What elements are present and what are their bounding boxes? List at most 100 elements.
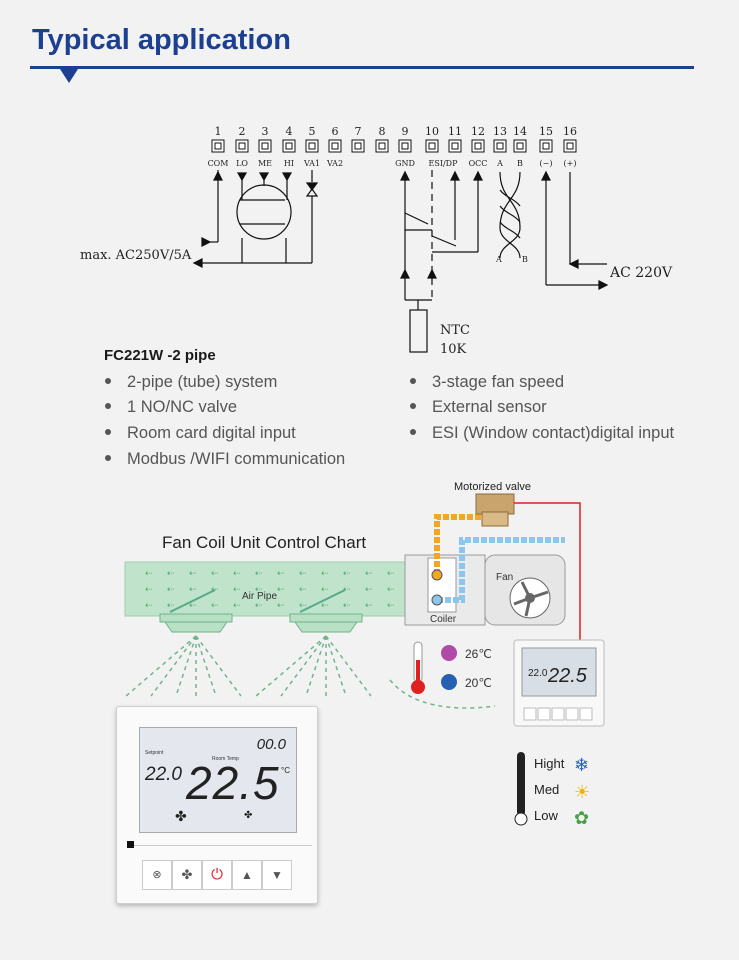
power-supply-label: AC 220V bbox=[609, 265, 673, 281]
air-arrow: ⇠ bbox=[233, 584, 241, 594]
terminal-2 bbox=[235, 139, 249, 153]
air-arrow: ⇠ bbox=[189, 600, 197, 610]
terminal-label: (+) bbox=[564, 159, 577, 168]
air-arrow: ⇠ bbox=[299, 584, 307, 594]
terminal-label: (−) bbox=[540, 159, 553, 168]
clock-readout: 00.0 bbox=[256, 736, 286, 753]
terminal-10 bbox=[425, 139, 439, 153]
down-button[interactable]: ▼ bbox=[262, 860, 292, 890]
lcd-screen: 00.0 Setpoint Room Temp 22.0 22.5 °C ✤ ✤ bbox=[139, 727, 297, 833]
air-arrow: ⇠ bbox=[255, 584, 263, 594]
air-arrow: ⇠ bbox=[189, 584, 197, 594]
air-arrow: ⇠ bbox=[277, 600, 285, 610]
air-arrow: ⇠ bbox=[365, 568, 373, 578]
unit-label: °C bbox=[281, 766, 290, 775]
speed-med-label: Med bbox=[534, 782, 559, 797]
cold-pipe bbox=[437, 537, 565, 603]
air-arrow: ⇠ bbox=[387, 584, 395, 594]
airflow-line bbox=[325, 635, 372, 697]
model-title: FC221W -2 pipe bbox=[104, 347, 216, 364]
airflow-line bbox=[195, 635, 242, 697]
bullet-icon bbox=[105, 428, 111, 435]
airflow-dashes bbox=[125, 635, 496, 709]
fcu-housing bbox=[404, 554, 486, 626]
small-thermostat bbox=[513, 639, 605, 727]
terminal-6 bbox=[328, 139, 342, 153]
air-arrow: ⇠ bbox=[255, 568, 263, 578]
terminal-number: 2 bbox=[239, 125, 246, 138]
fan-speed-button[interactable]: ✤ bbox=[172, 860, 202, 890]
air-arrow: ⇠ bbox=[277, 568, 285, 578]
feature-left-4: Modbus /WIFI communication bbox=[105, 450, 345, 469]
pair-b-label: B bbox=[522, 255, 528, 264]
twisted-pair-b bbox=[499, 171, 521, 259]
warm-dot-icon bbox=[441, 645, 457, 661]
air-arrow: ⇠ bbox=[211, 600, 219, 610]
terminal-number: 8 bbox=[379, 125, 386, 138]
air-pipe-label: Air Pipe bbox=[242, 591, 277, 602]
leaf-fan-icon: ✿ bbox=[574, 808, 589, 828]
pair-a-label: A bbox=[495, 255, 502, 264]
speed-low-label: Low bbox=[534, 808, 558, 823]
terminal-label: A bbox=[496, 159, 503, 168]
twisted-pair-a bbox=[499, 171, 521, 259]
title-notch bbox=[60, 69, 78, 83]
air-arrow: ⇠ bbox=[167, 568, 175, 578]
terminal-number: 15 bbox=[539, 125, 553, 138]
snowflake-icon: ❄ bbox=[574, 755, 589, 775]
air-arrow: ⇠ bbox=[211, 584, 219, 594]
terminal-label: COM bbox=[208, 159, 229, 168]
coiler-unit bbox=[427, 557, 457, 613]
ntc-label: NTC bbox=[440, 323, 470, 338]
feature-right-3: ESI (Window contact)digital input bbox=[410, 424, 674, 443]
arrow-up bbox=[213, 170, 223, 181]
air-arrow: ⇠ bbox=[321, 568, 329, 578]
terminal-number: 13 bbox=[493, 125, 507, 138]
air-arrow: ⇠ bbox=[343, 568, 351, 578]
terminal-4 bbox=[282, 139, 296, 153]
air-arrow: ⇠ bbox=[167, 584, 175, 594]
airflow-line bbox=[255, 635, 327, 697]
terminal-label: LO bbox=[236, 159, 248, 168]
feature-left-1: 2-pipe (tube) system bbox=[105, 373, 277, 392]
air-arrow: ⇠ bbox=[387, 568, 395, 578]
feature-right-2: External sensor bbox=[410, 398, 547, 417]
terminal-label: VA2 bbox=[326, 159, 343, 168]
terminal-number: 3 bbox=[262, 125, 269, 138]
fan-motor-symbol bbox=[236, 184, 292, 240]
fan-speed-icon: ✤ bbox=[244, 810, 253, 821]
terminal-7 bbox=[351, 139, 365, 153]
air-arrow: ⇠ bbox=[387, 600, 395, 610]
air-arrow: ⇠ bbox=[211, 568, 219, 578]
control-wire bbox=[514, 502, 581, 640]
feature-left-2: 1 NO/NC valve bbox=[105, 398, 237, 417]
power-button[interactable]: ⏻ bbox=[202, 860, 232, 890]
terminal-label: VA1 bbox=[303, 159, 320, 168]
terminal-number: 1 bbox=[215, 125, 222, 138]
terminal-11 bbox=[448, 139, 462, 153]
warm-temp-label: 26℃ bbox=[465, 647, 492, 661]
thermometer-icon bbox=[413, 641, 423, 683]
terminal-label: GND bbox=[395, 159, 415, 168]
air-arrow: ⇠ bbox=[321, 584, 329, 594]
terminal-9 bbox=[398, 139, 412, 153]
speed-high-label: Hight bbox=[534, 756, 565, 771]
indicator-light bbox=[127, 841, 134, 848]
air-arrow: ⇠ bbox=[233, 600, 241, 610]
airflow-line bbox=[150, 635, 197, 697]
mode-button[interactable]: ⊗ bbox=[142, 860, 172, 890]
terminal-number: 14 bbox=[513, 125, 527, 138]
setpoint-readout: 22.0 bbox=[145, 764, 182, 785]
terminal-3 bbox=[258, 139, 272, 153]
small-setpoint: 22.0 bbox=[528, 668, 548, 679]
airflow-line bbox=[280, 635, 327, 697]
airflow-line bbox=[175, 635, 197, 697]
cool-dot-icon bbox=[441, 674, 457, 690]
air-arrow: ⇠ bbox=[145, 600, 153, 610]
fan-label: Fan bbox=[496, 572, 513, 583]
terminal-label: ESI/DP bbox=[429, 159, 459, 168]
air-arrow: ⇠ bbox=[299, 600, 307, 610]
terminal-number: 4 bbox=[286, 125, 293, 138]
up-button[interactable]: ▲ bbox=[232, 860, 262, 890]
